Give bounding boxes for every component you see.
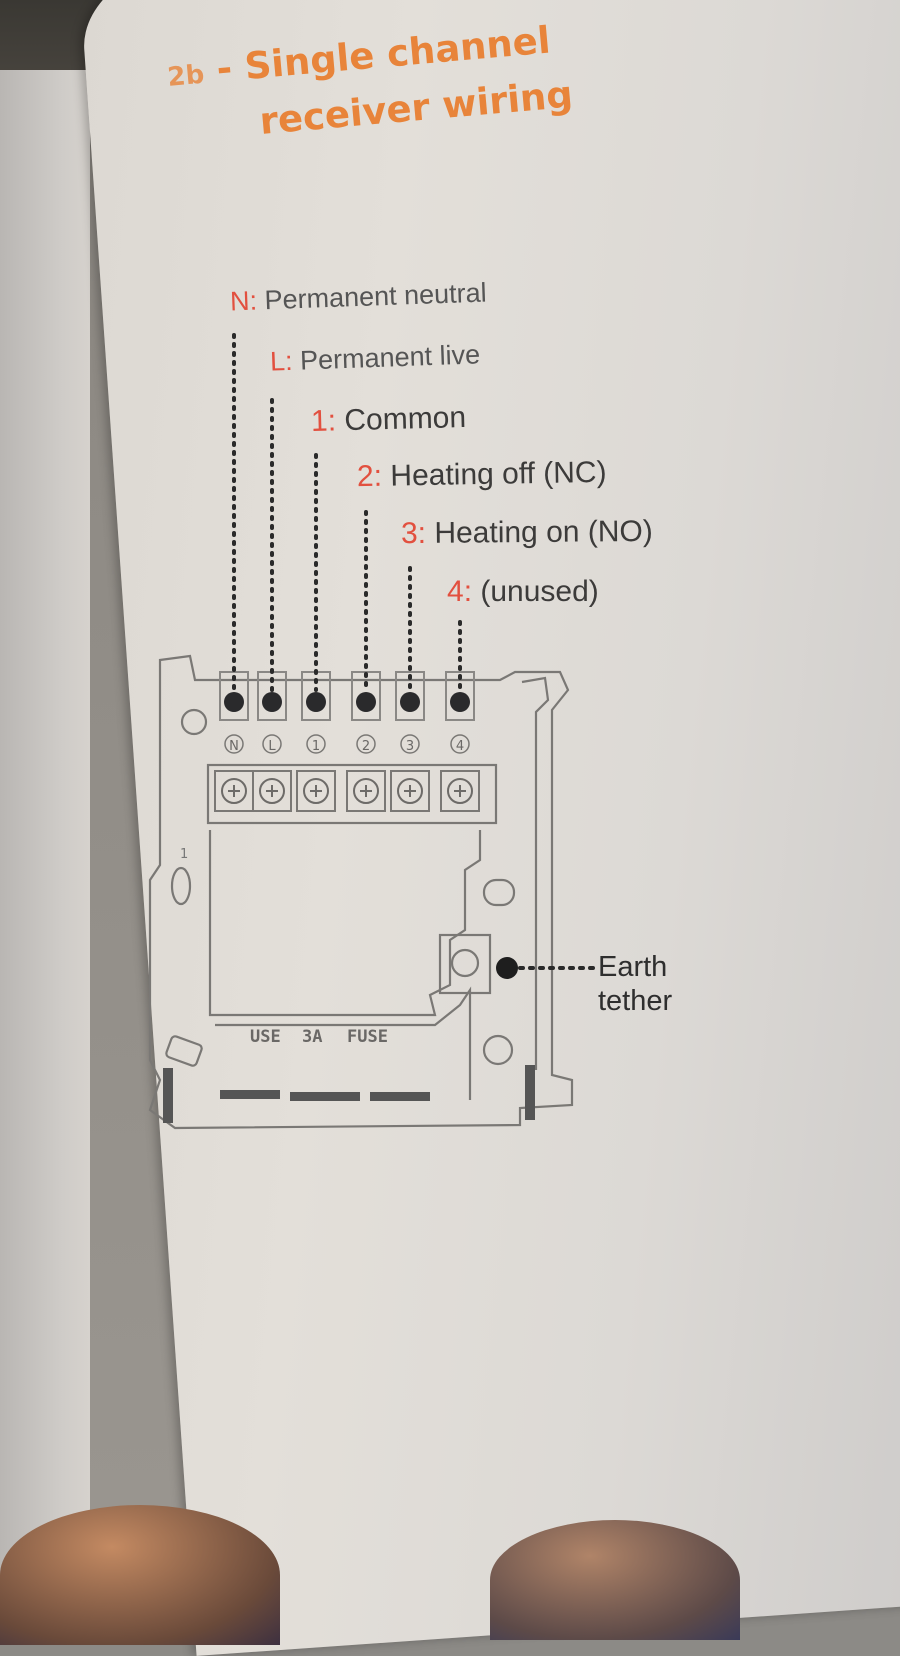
terminal-label-4: 4: (unused) xyxy=(447,575,599,608)
screw-block xyxy=(206,763,498,825)
left-page-edge xyxy=(0,70,90,1600)
mounting-screw-top-left xyxy=(180,708,208,736)
terminal-screw-housing xyxy=(252,770,292,812)
screw-slot xyxy=(404,785,416,797)
terminal-marking-circle xyxy=(356,734,376,754)
board-text-fuse: FUSE xyxy=(347,1027,388,1047)
terminal-screw xyxy=(353,778,379,804)
terminal-marking-circle xyxy=(400,734,420,754)
inner-bay xyxy=(208,830,482,1017)
right-rail xyxy=(521,676,550,1070)
screw-slot xyxy=(228,785,240,797)
terminal-connection-point xyxy=(450,692,470,712)
fuse-contact xyxy=(370,1092,430,1101)
board-text-use: USE xyxy=(250,1027,281,1047)
earth-label-line2: tether xyxy=(598,985,673,1017)
terminal-marking: N xyxy=(229,739,239,754)
terminal-connection-point xyxy=(356,692,376,712)
screw-slot xyxy=(310,785,322,797)
fuse-contact xyxy=(290,1092,360,1101)
terminal-screw-housing xyxy=(390,770,430,812)
housing-outline xyxy=(148,654,574,1130)
terminal-connection-point xyxy=(306,692,326,712)
terminal-screws xyxy=(214,770,480,812)
terminal-connection-point xyxy=(224,692,244,712)
terminal-screw xyxy=(221,778,247,804)
terminal-slot xyxy=(445,671,475,721)
terminal-screw xyxy=(447,778,473,804)
screw-slot xyxy=(266,785,278,797)
terminal-marking-circle xyxy=(262,734,282,754)
screw-slot xyxy=(360,785,372,797)
terminal-marking-circle xyxy=(306,734,326,754)
terminal-connection-point xyxy=(262,692,282,712)
earth-tether-point xyxy=(496,957,518,979)
bottom-left-bolt xyxy=(163,1068,173,1123)
terminal-marking: 3 xyxy=(406,739,414,754)
terminal-marking: L xyxy=(268,739,276,754)
side-slot xyxy=(170,866,192,906)
bottom-right-bolt xyxy=(525,1065,535,1120)
finger-right xyxy=(490,1520,740,1640)
terminal-screw xyxy=(259,778,285,804)
terminal-slot xyxy=(395,671,425,721)
corner-tab xyxy=(165,1035,203,1067)
screw-slot xyxy=(454,785,466,797)
earth-tether-label: Earth tether xyxy=(598,950,672,1018)
earth-clamp xyxy=(438,933,492,995)
finger-left xyxy=(0,1505,280,1645)
board-text-rating: 3A xyxy=(302,1027,322,1047)
leader-lines xyxy=(232,333,462,692)
earth-slot xyxy=(482,878,516,907)
terminal-markings: N L 1 2 3 4 xyxy=(224,734,470,754)
terminal-marking: 2 xyxy=(362,739,370,754)
earth-label-line1: Earth xyxy=(598,951,668,983)
terminal-screw-housing xyxy=(346,770,386,812)
terminal-connection-point xyxy=(400,692,420,712)
fuse-contact xyxy=(220,1090,280,1099)
terminal-screw xyxy=(303,778,329,804)
fuse-bay xyxy=(215,986,472,1100)
terminal-screw xyxy=(397,778,423,804)
terminal-marking: 4 xyxy=(456,739,464,754)
terminal-marking-circle xyxy=(450,734,470,754)
side-mark-1: 1 xyxy=(180,847,188,862)
earth-screw xyxy=(450,948,480,978)
mounting-screw-bottom-right xyxy=(482,1034,514,1066)
terminal-marking-circle xyxy=(224,734,244,754)
receiver-wiring-diagram: N L 1 2 3 4 USE 3A FUSE 1 xyxy=(148,333,596,1130)
terminal-screw-housing xyxy=(296,770,336,812)
terminal-marking: 1 xyxy=(312,739,320,754)
terminal-screw-housing xyxy=(440,770,480,812)
